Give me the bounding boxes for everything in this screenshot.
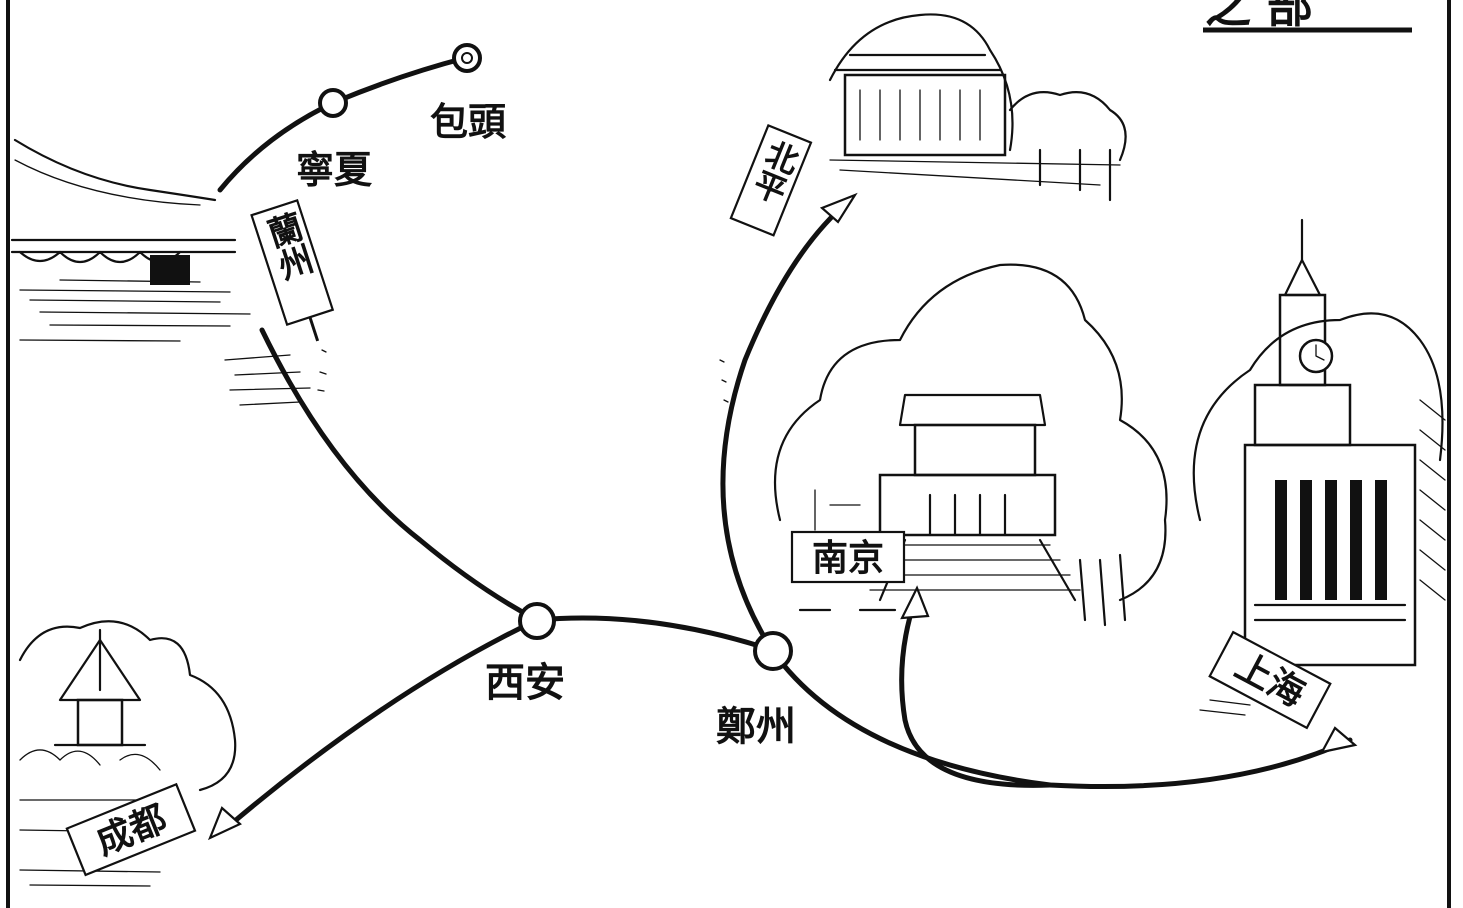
label-zhengzhou: 鄭州 [716,703,796,750]
station-markers [318,43,793,671]
sign-beiping: 北平 [729,123,813,237]
label-ningxia: 寧夏 [296,147,373,192]
arrow-nanjing [900,585,930,620]
sign-nanjing-text: 南京 [812,537,884,579]
route-zhengzhou-beiping [720,197,853,653]
route-shanghai-nanjing [899,597,1053,788]
route-arrowheads [207,192,1358,841]
sign-lanzhou-text: 蘭州 [258,208,317,285]
station-zhengzhou [753,631,793,671]
beiping-scene [828,13,1127,202]
arrow-shanghai [1319,726,1358,754]
label-baotou: 包頭 [430,99,507,144]
place-labels: 包頭 寧夏 西安 鄭州 [296,99,796,750]
decorative-hatching [317,349,729,403]
shanghai-columns [1275,480,1387,600]
route-xian-zhengzhou [534,615,775,653]
railway-routes [217,55,1353,828]
route-xian-chengdu [227,617,540,828]
station-xian [518,602,556,640]
sign-lanzhou: 蘭州 [250,198,335,342]
shanghai-scene [1192,218,1446,716]
sign-nanjing: 南京 [790,530,906,612]
title-fragment: 之 部 [1203,0,1412,33]
sign-chengdu: 成都 [65,782,197,877]
arrow-beiping [819,192,858,224]
lanzhou-scene [10,138,311,406]
label-xian: 西安 [485,659,565,706]
route-lanzhou-xian [259,327,540,623]
station-ningxia [318,88,348,118]
nanjing-scene [773,263,1168,627]
chengdu-scene [18,620,237,887]
arrow-chengdu [207,806,242,841]
